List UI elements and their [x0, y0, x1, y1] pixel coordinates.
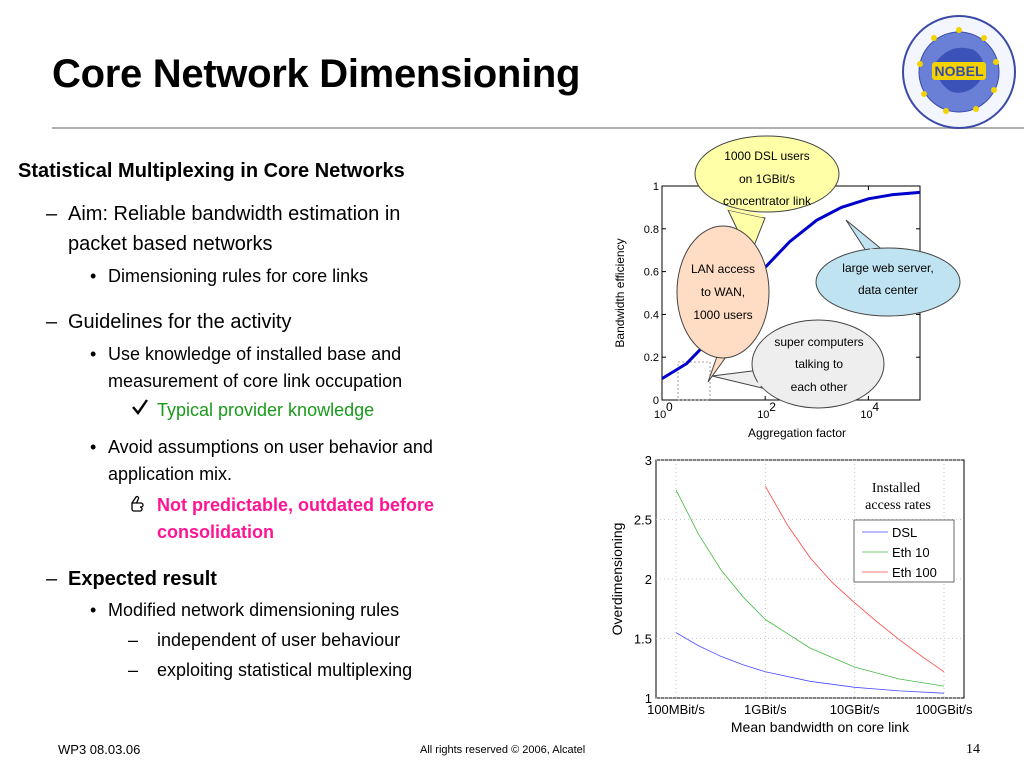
bullet-aim-sub1: Dimensioning rules for core links	[108, 266, 369, 286]
callout-super-line3: each other	[791, 380, 848, 394]
y-tick-label: 1.5	[634, 632, 652, 647]
y-tick-label: 2	[645, 572, 652, 587]
y-tick-label: 1	[653, 181, 659, 193]
callout-super-line1: super computers	[774, 335, 863, 349]
dash-marker: –	[46, 568, 58, 590]
callout-web-line1: large web server,	[842, 261, 933, 275]
page-number: 14	[966, 742, 980, 757]
page-title: Core Network Dimensioning	[52, 52, 581, 96]
y-tick-label: 2.5	[634, 513, 652, 528]
legend-title-line1: Installed	[872, 481, 920, 496]
callout-lan-access: LAN access to WAN, 1000 users	[676, 225, 770, 383]
y-tick-label: 0.8	[644, 224, 659, 236]
nobel-logo: NOBEL	[902, 15, 1016, 129]
bullet-dot: •	[90, 437, 97, 457]
series-line	[764, 486, 945, 673]
bullet-aim-line2: packet based networks	[68, 233, 273, 255]
callout-dsl-line1: 1000 DSL users	[724, 149, 810, 163]
series-line	[675, 632, 945, 694]
pointing-hand-icon	[131, 495, 144, 512]
x-tick-label: 100GBit/s	[915, 702, 973, 717]
footer-copyright: All rights reserved © 2006, Alcatel	[420, 744, 586, 756]
callout-dsl-line3: concentrator link	[723, 194, 812, 208]
y-axis-label: Overdimensioning	[609, 523, 625, 636]
series-line	[675, 489, 945, 687]
y-tick-label: 3	[645, 453, 652, 468]
x-tick-exponent: 2	[769, 400, 776, 414]
dash-marker: –	[46, 311, 58, 333]
callout-web-server: large web server, data center	[815, 219, 961, 317]
callout-web-line2: data center	[858, 283, 918, 297]
x-tick-label: 10	[860, 409, 872, 421]
y-tick-label: 0	[653, 395, 659, 407]
bullet-independent: independent of user behaviour	[157, 630, 401, 650]
callout-lan-line2: to WAN,	[701, 285, 745, 299]
note-not-predictable-line2: consolidation	[157, 522, 274, 542]
callout-dsl-users: 1000 DSL users on 1GBit/s concentrator l…	[694, 135, 840, 258]
x-axis-label: Aggregation factor	[748, 426, 846, 440]
bullet-guide-sub2-line2: application mix.	[108, 464, 233, 484]
x-tick-label: 10	[757, 409, 769, 421]
callout-dsl-line2: on 1GBit/s	[739, 172, 795, 186]
bullet-expected-result: Expected result	[68, 568, 217, 590]
note-not-predictable-line1: Not predictable, outdated before	[157, 495, 435, 515]
bullet-exploiting: exploiting statistical multiplexing	[157, 660, 413, 680]
bullet-guide-sub1-line2: measurement of core link occupation	[108, 371, 403, 391]
y-tick-label: 0.4	[644, 309, 659, 321]
y-tick-label: 1	[645, 691, 652, 706]
x-tick-exponent: 0	[666, 400, 673, 414]
legend-title-line2: access rates	[865, 498, 931, 513]
x-axis-label: Mean bandwidth on core link	[731, 719, 910, 735]
y-tick-label: 0.6	[644, 267, 659, 279]
legend-label: DSL	[892, 525, 917, 540]
section-heading: Statistical Multiplexing in Core Network…	[18, 160, 405, 182]
y-tick-label: 0.2	[644, 352, 659, 364]
svg-text:NOBEL: NOBEL	[935, 63, 984, 79]
callout-lan-line3: 1000 users	[693, 308, 752, 322]
bullet-dot: •	[90, 600, 97, 620]
bullet-aim-line1: Aim: Reliable bandwidth estimation in	[68, 203, 401, 225]
bullet-dot: •	[90, 344, 97, 364]
bullet-dot: •	[90, 266, 97, 286]
x-tick-label: 10GBit/s	[830, 702, 880, 717]
legend-label: Eth 10	[892, 545, 930, 560]
bullet-guidelines: Guidelines for the activity	[68, 311, 292, 333]
callout-super-line2: talking to	[795, 357, 843, 371]
dash-marker: –	[46, 203, 58, 225]
title-divider	[52, 127, 1024, 129]
legend-label: Eth 100	[892, 565, 937, 580]
x-tick-label: 10	[654, 409, 666, 421]
x-tick-exponent: 4	[872, 400, 879, 414]
checkmark-icon	[132, 399, 148, 415]
bullet-guide-sub1-line1: Use knowledge of installed base and	[108, 344, 402, 364]
y-axis-label: Bandwidth efficiency	[613, 238, 627, 347]
bullet-guide-sub2-line1: Avoid assumptions on user behavior and	[108, 437, 433, 457]
footer-left: WP3 08.03.06	[58, 742, 141, 757]
bullet-expected-sub1: Modified network dimensioning rules	[108, 600, 400, 620]
callout-super-computers: super computers talking to each other	[711, 319, 885, 409]
x-tick-label: 1GBit/s	[744, 702, 787, 717]
note-provider-knowledge: Typical provider knowledge	[157, 400, 375, 420]
chart-overdimensioning: 1 1.5 2 2.5 3 100MBit/s 1GBit/s 10GBit/s 100GBi…	[609, 453, 973, 735]
dash-marker: –	[128, 660, 139, 680]
origin-dotted-box	[677, 361, 711, 401]
dash-marker: –	[128, 630, 139, 650]
callout-lan-line1: LAN access	[691, 262, 755, 276]
x-tick-label: 100MBit/s	[647, 702, 705, 717]
